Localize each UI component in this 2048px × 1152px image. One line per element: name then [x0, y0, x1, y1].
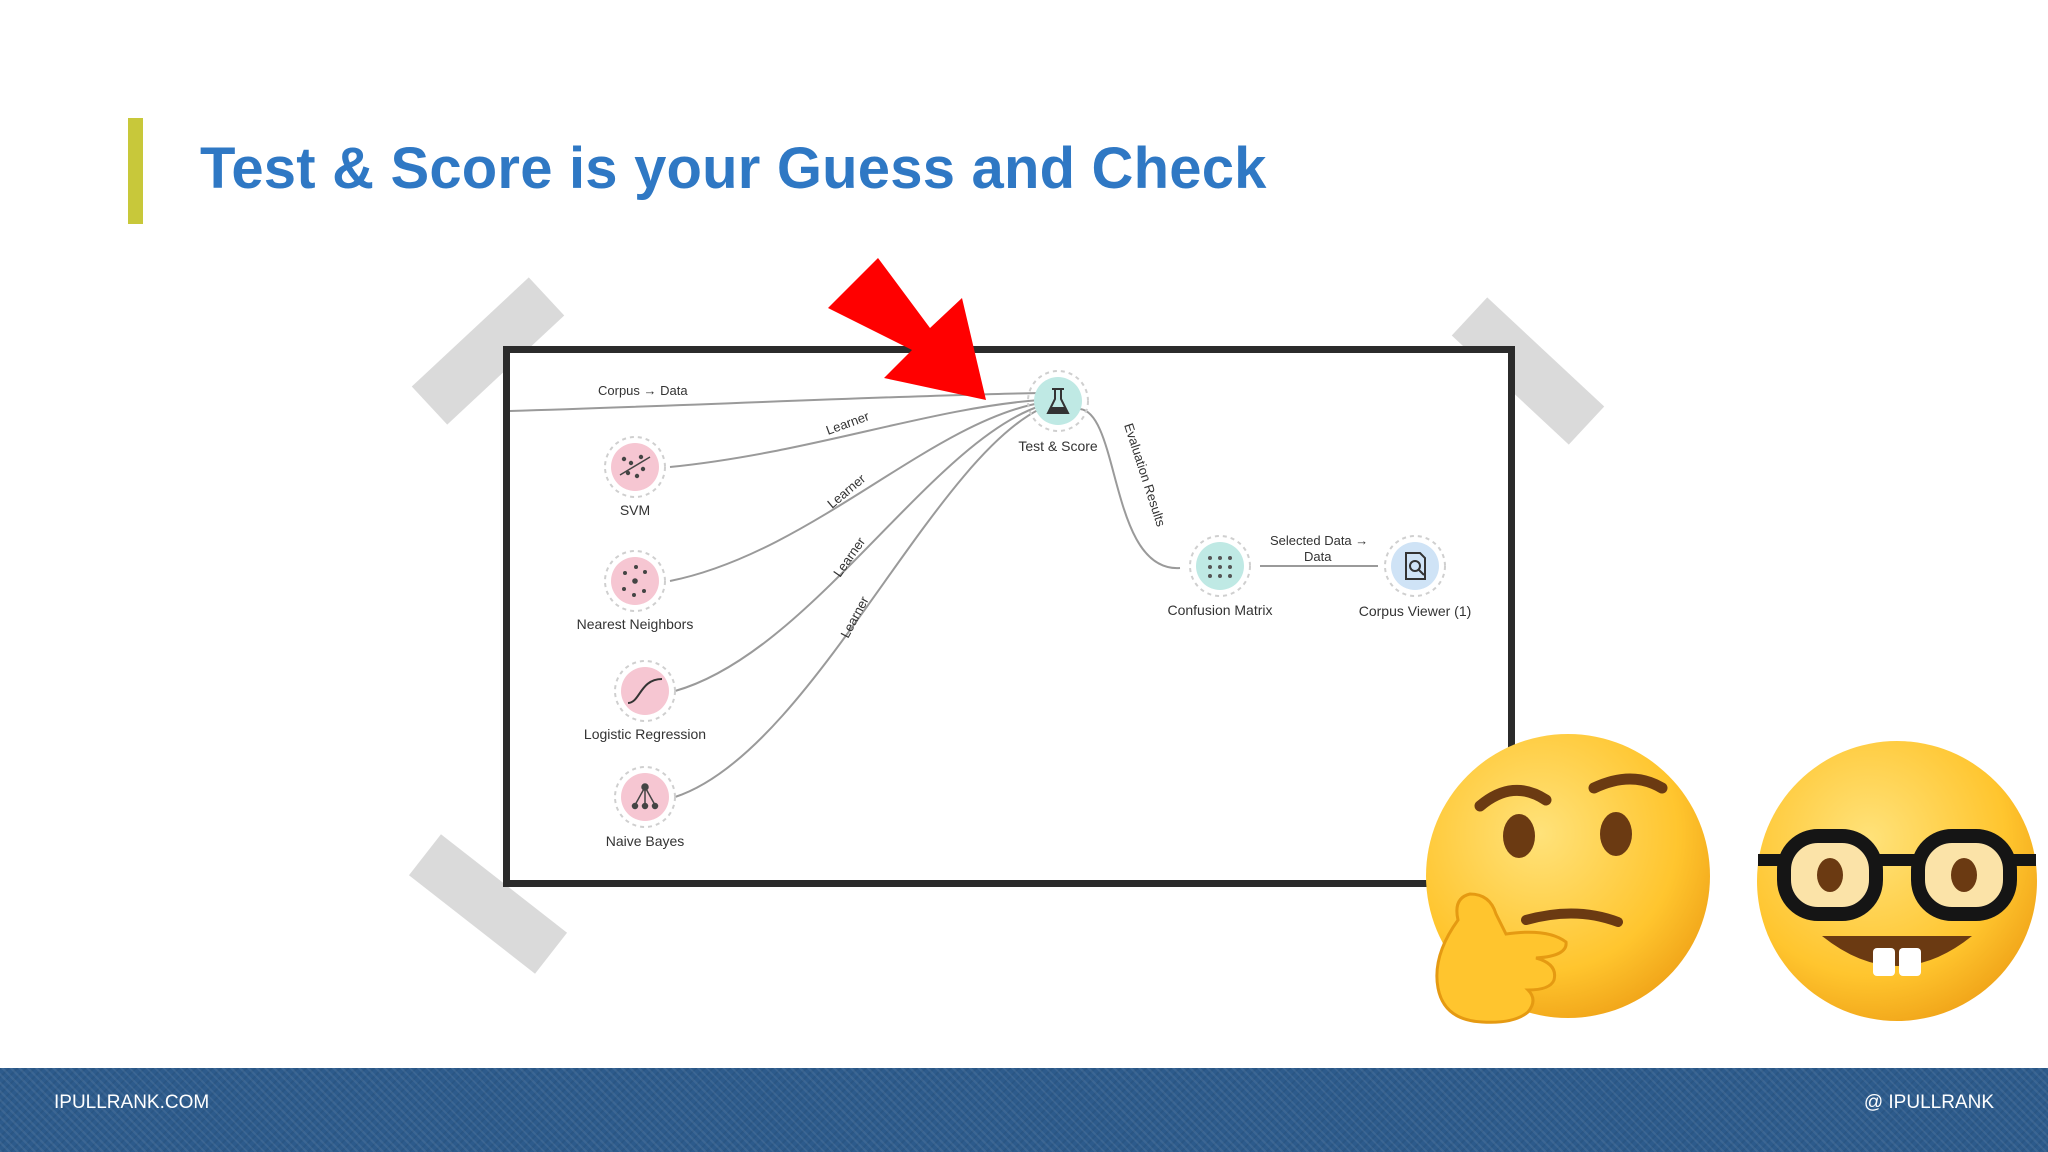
document-search-icon — [1405, 552, 1426, 580]
link-label-selected-1: Selected Data → — [1270, 533, 1368, 548]
link-knn — [669, 402, 1041, 582]
label-naive-bayes: Naive Bayes — [606, 833, 685, 849]
footer-website: IPULLRANK.COM — [54, 1092, 210, 1113]
node-test-score[interactable] — [1027, 370, 1089, 432]
link-label-evaluation: Evaluation Results — [1121, 421, 1169, 529]
link-label-corpus: Corpus → Data — [598, 383, 688, 398]
thinking-face-emoji — [1426, 734, 1710, 1024]
scatter-icon — [619, 454, 651, 479]
link-nb — [674, 408, 1041, 798]
label-test-score: Test & Score — [1018, 438, 1098, 454]
network-icon — [622, 565, 647, 597]
label-confusion-matrix: Confusion Matrix — [1167, 602, 1272, 618]
nerd-face-emoji — [1757, 741, 2037, 1021]
link-label-selected-2: Data — [1304, 549, 1332, 564]
link-svm — [669, 399, 1041, 468]
label-logistic-regression: Logistic Regression — [584, 726, 706, 742]
workflow-canvas: Corpus → Data Learner Learner Learner Le… — [510, 370, 1472, 849]
node-corpus-viewer[interactable] — [1384, 535, 1446, 597]
link-logreg — [674, 405, 1041, 692]
matrix-icon — [1208, 556, 1232, 578]
link-label-learner-3: Learner — [830, 534, 868, 580]
node-naive-bayes[interactable] — [614, 766, 676, 828]
tree-icon — [631, 783, 659, 810]
link-label-learner-4: Learner — [837, 593, 872, 640]
footer-handle: @ IPULLRANK — [1863, 1092, 1994, 1113]
workflow-screenshot: Corpus → Data Learner Learner Learner Le… — [503, 346, 1515, 887]
label-svm: SVM — [620, 502, 650, 518]
node-svm[interactable] — [604, 436, 666, 498]
red-arrow-icon — [828, 258, 986, 400]
node-logistic-regression[interactable] — [614, 660, 676, 722]
link-eval-results — [1079, 408, 1181, 570]
footer-bar: IPULLRANK.COM @ IPULLRANK — [0, 1068, 2048, 1152]
flask-icon — [1046, 388, 1070, 414]
label-corpus-viewer: Corpus Viewer (1) — [1359, 603, 1472, 619]
sigmoid-icon — [627, 678, 663, 704]
node-nearest-neighbors[interactable] — [604, 550, 666, 612]
slide-title: Test & Score is your Guess and Check — [200, 136, 1267, 201]
title-accent-bar — [128, 118, 143, 224]
node-confusion-matrix[interactable] — [1189, 535, 1251, 597]
label-nearest-neighbors: Nearest Neighbors — [577, 616, 694, 632]
